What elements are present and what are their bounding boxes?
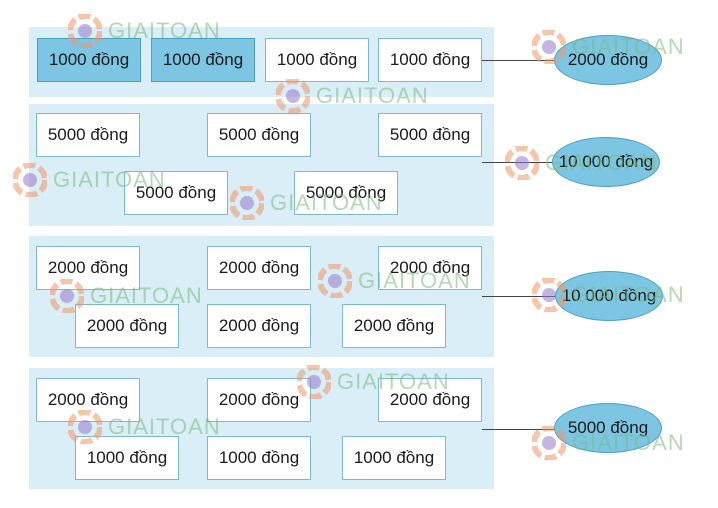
banknote: 2000 đồng [75,304,179,348]
banknote: 1000 đồng [151,38,255,82]
banknote: 2000 đồng [207,378,311,422]
total-ellipse: 2000 đồng [554,35,662,85]
banknote: 2000 đồng [342,304,446,348]
banknote: 2000 đồng [36,378,140,422]
banknote: 5000 đồng [294,171,398,215]
banknote: 5000 đồng [378,113,482,157]
banknote: 2000 đồng [378,378,482,422]
connector-line [482,429,558,430]
banknote: 2000 đồng [378,246,482,290]
banknote: 1000 đồng [75,436,179,480]
banknote: 2000 đồng [207,246,311,290]
gear-logo-icon [505,146,539,180]
banknote: 5000 đồng [36,113,140,157]
connector-line [482,162,558,163]
banknote: 1000 đồng [265,38,369,82]
banknote: 1000 đồng [378,38,482,82]
total-ellipse: 5000 đồng [554,403,662,453]
banknote: 1000 đồng [342,436,446,480]
banknote: 2000 đồng [207,304,311,348]
total-ellipse: 10 000 đồng [552,137,660,187]
banknote: 1000 đồng [207,436,311,480]
connector-line [482,60,558,61]
banknote: 1000 đồng [37,38,141,82]
banknote: 2000 đồng [36,246,140,290]
banknote: 5000 đồng [124,171,228,215]
banknote: 5000 đồng [207,113,311,157]
total-ellipse: 10 000 đồng [555,271,663,321]
connector-line [482,296,558,297]
